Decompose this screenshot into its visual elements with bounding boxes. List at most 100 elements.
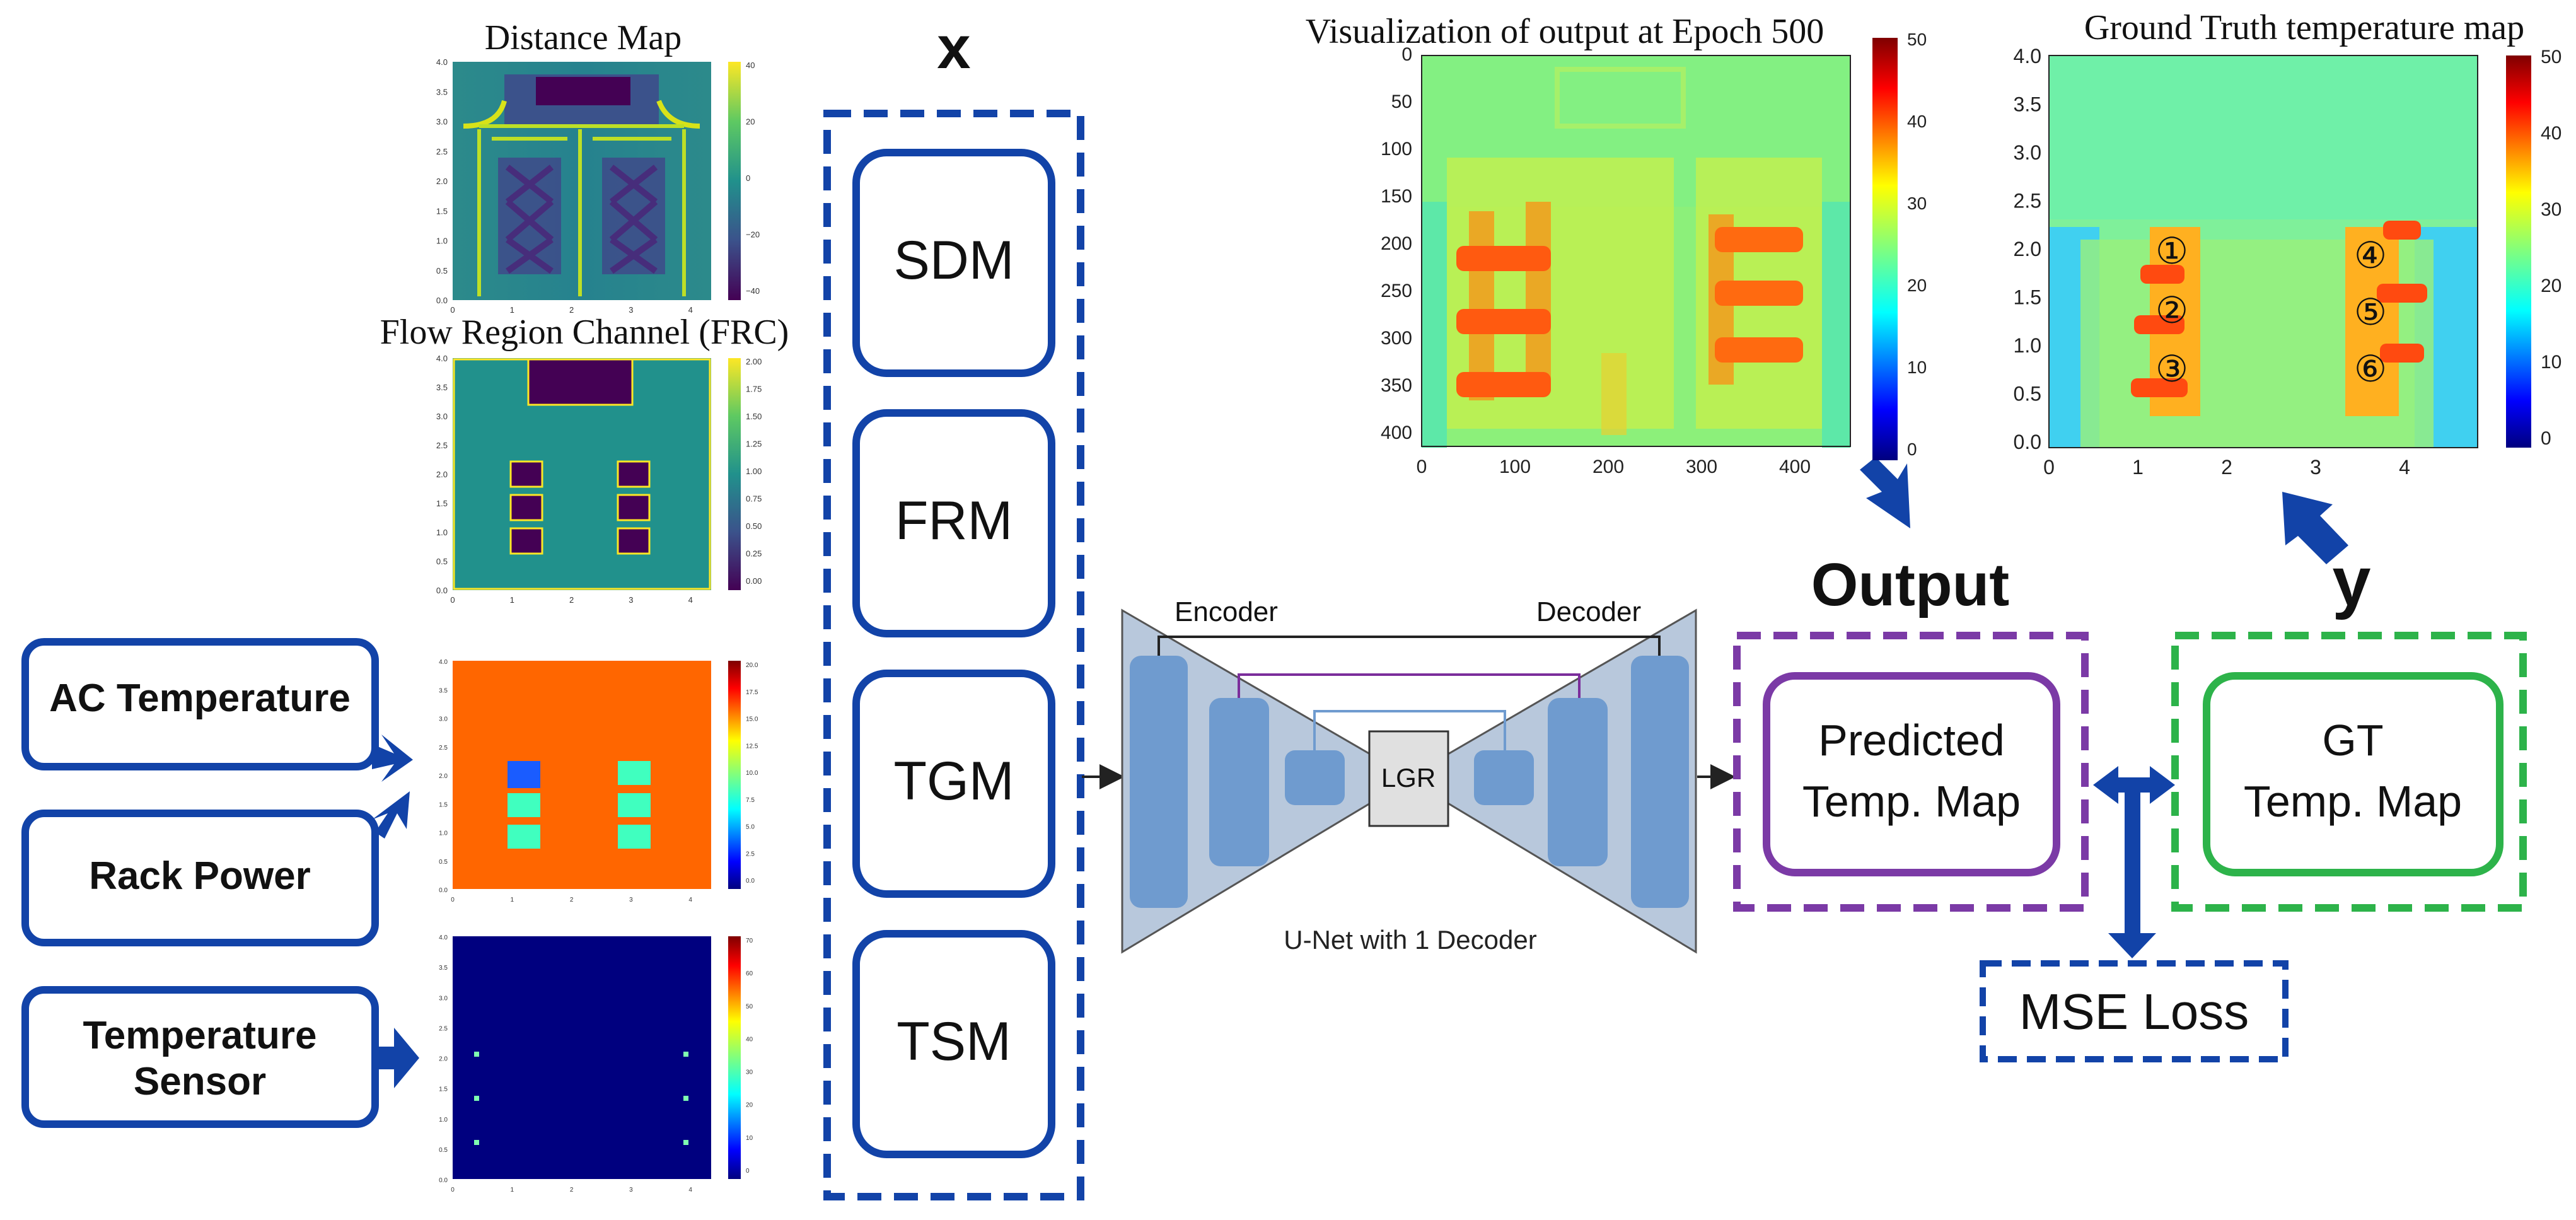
distance-map-y-tick: 3.5: [436, 87, 448, 96]
frc-map-x-tick: 3: [629, 595, 633, 605]
frc-map-y-tick: 2.0: [436, 470, 448, 479]
x-item-label: TSM: [896, 1011, 1011, 1072]
sensor-map-y-tick: 0.0: [439, 1177, 448, 1184]
x-item-label: SDM: [893, 230, 1014, 291]
y-group: y GT Temp. Map: [2171, 543, 2527, 912]
prediction-cb-tick: 30: [1907, 194, 1927, 213]
prediction-x-tick: 100: [1499, 456, 1531, 477]
prediction-y-tick: 200: [1381, 233, 1412, 254]
gt-cb-tick: 30: [2541, 199, 2561, 220]
prediction-y-tick: 300: [1381, 328, 1412, 349]
distance-map-y-tick: 1.5: [436, 206, 448, 216]
predicted-label-line1: Predicted: [1818, 716, 2005, 765]
prediction-y-tick: 100: [1381, 139, 1412, 160]
gt-y-tick: 2.5: [2014, 190, 2041, 212]
frc-map-y-tick: 4.0: [436, 354, 448, 363]
gt-y-tick: 2.0: [2014, 238, 2041, 260]
distance-map-title: Distance Map: [485, 18, 682, 57]
frc-map-x-tick: 2: [569, 595, 574, 605]
sensor-map-cb-tick: 40: [746, 1036, 753, 1043]
x-item-label: TGM: [893, 751, 1014, 811]
frc-map-x-tick: 0: [450, 595, 455, 605]
distance-map-cb-tick: 0: [746, 173, 750, 183]
prediction-cb-tick: 20: [1907, 276, 1927, 295]
gt-temp-map-box: [2203, 672, 2503, 876]
gt-cb-tick: 0: [2541, 428, 2551, 449]
arrow-gt-to-plot: [2282, 492, 2348, 564]
sensor-map-cb-tick: 70: [746, 938, 753, 944]
prediction-x-tick: 0: [1417, 456, 1427, 477]
prediction-cb-tick: 10: [1907, 357, 1927, 377]
frc-map-y-tick: 1.0: [436, 528, 448, 537]
gt-cb-tick: 20: [2541, 276, 2561, 296]
decoder-label: Decoder: [1536, 596, 1641, 627]
frc-map-x-tick: 1: [510, 595, 514, 605]
x-item-box: [852, 149, 1055, 377]
prediction-cb-tick: 40: [1907, 112, 1927, 131]
rack-power-map-cb-tick: 7.5: [746, 797, 755, 804]
distance-map-cb-tick: 40: [746, 61, 755, 70]
y-group-border: [2171, 632, 2527, 912]
gt-rack-label: ②: [2155, 290, 2188, 331]
decoder-block-2: [1548, 698, 1608, 866]
sensor-map-y-tick: 4.0: [439, 934, 448, 941]
rack-power-label: Rack Power: [89, 854, 311, 898]
rack-power-map-y-tick: 1.5: [439, 801, 448, 808]
decoder-block-3: [1474, 750, 1534, 805]
sensor-map-y-tick: 1.5: [439, 1086, 448, 1093]
prediction-cb-tick: 50: [1907, 30, 1927, 49]
distance-map-y-tick: 2.0: [436, 177, 448, 186]
prediction-y-tick: 400: [1381, 422, 1412, 443]
loss-connector: [2093, 766, 2175, 958]
rack-power-map-y-tick: 3.5: [439, 687, 448, 694]
gt-rack-label: ③: [2155, 349, 2188, 390]
gt-y-tick: 0.5: [2014, 383, 2041, 405]
rack-power-map-y-tick: 1.0: [439, 830, 448, 837]
sensor-map-y-tick: 0.5: [439, 1147, 448, 1154]
rack-power-map-cb-tick: 0.0: [746, 878, 755, 885]
frc-map-cb-tick: 1.00: [746, 467, 762, 476]
frc-map-cb-tick: 0.50: [746, 521, 762, 531]
arrow-output-to-prediction: [1860, 457, 1910, 528]
distance-map-y-tick: 3.0: [436, 117, 448, 127]
prediction-x-tick: 400: [1779, 456, 1811, 477]
rack-power-map-x-tick: 1: [511, 897, 514, 903]
frc-map-y-tick: 0.5: [436, 557, 448, 566]
predicted-label-line2: Temp. Map: [1802, 777, 2021, 826]
sensor-map-cb-tick: 20: [746, 1102, 753, 1109]
prediction-y-tick: 250: [1381, 281, 1412, 301]
distance-map-y-tick: 4.0: [436, 57, 448, 67]
gt-y-tick: 1.0: [2014, 334, 2041, 357]
flow-region-title: Flow Region Channel (FRC): [380, 313, 789, 352]
frc-map-x-tick: 4: [688, 595, 693, 605]
rack-power-map-x-tick: 0: [451, 897, 455, 903]
ac-temperature-label: AC Temperature: [49, 677, 351, 720]
arrow-rack-to-map: [372, 791, 410, 839]
gt-x-tick: 4: [2399, 456, 2410, 479]
y-label: y: [2332, 543, 2370, 620]
distance-map-y-tick: 1.0: [436, 236, 448, 246]
prediction-y-tick: 150: [1381, 186, 1412, 207]
ac-temperature-box: [21, 638, 379, 770]
prediction-plot-title: Visualization of output at Epoch 500: [1306, 12, 1824, 51]
rack-power-map-cb-tick: 2.5: [746, 851, 755, 857]
prediction-plot: Visualization of output at Epoch 500 0 50…: [1306, 12, 1927, 477]
encoder-block-3: [1285, 750, 1345, 805]
sensor-map-y-tick: 3.0: [439, 995, 448, 1002]
sensor-map-y-tick: 2.0: [439, 1056, 448, 1063]
distance-map-y-tick: 2.5: [436, 147, 448, 156]
gt-plot-title: Ground Truth temperature map: [2084, 8, 2524, 47]
gt-rack-label: ④: [2354, 235, 2387, 276]
x-item-label: FRM: [895, 491, 1012, 551]
gt-x-tick: 0: [2043, 456, 2055, 479]
sensor-map-cb-tick: 50: [746, 1003, 753, 1010]
